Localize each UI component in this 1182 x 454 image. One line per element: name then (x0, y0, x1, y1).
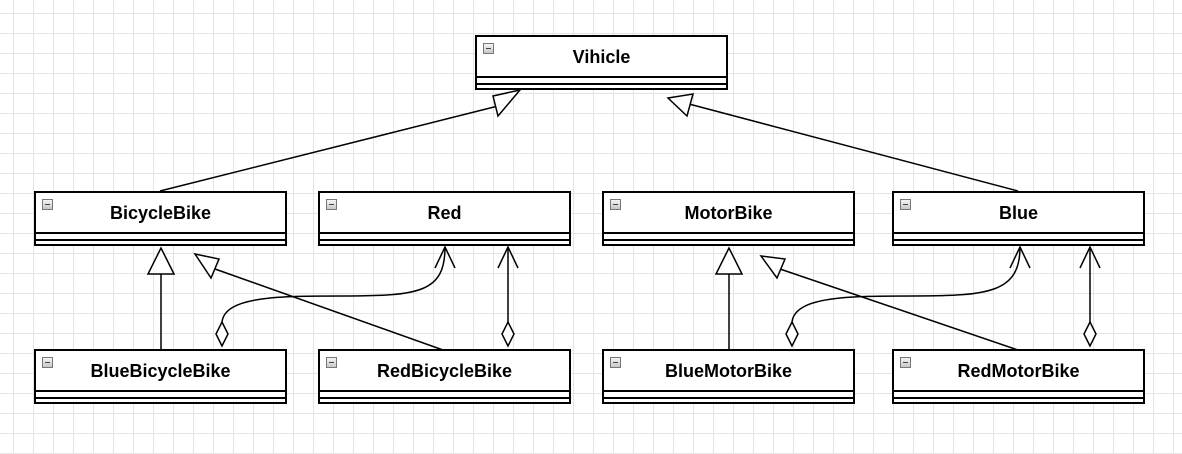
collapse-icon[interactable] (610, 357, 621, 368)
generalization-redmotorbike-motorbike[interactable] (759, 255, 1019, 351)
collapse-icon[interactable] (900, 357, 911, 368)
operations-separator (320, 397, 569, 399)
class-bicyclebike[interactable]: BicycleBike (34, 191, 287, 246)
class-name-bluebicyclebike: BlueBicycleBike (90, 360, 231, 381)
class-bluemotorbike[interactable]: BlueMotorBike (602, 349, 855, 404)
operations-separator (894, 397, 1143, 399)
collapse-icon[interactable] (326, 199, 337, 210)
collapse-icon[interactable] (483, 43, 494, 54)
collapse-icon[interactable] (900, 199, 911, 210)
collapse-icon[interactable] (42, 199, 53, 210)
operations-separator (36, 397, 285, 399)
operations-separator (894, 239, 1143, 241)
aggregation-bluemotorbike-blue[interactable] (785, 245, 1031, 348)
attributes-separator (320, 390, 569, 392)
class-name-vihicle: Vihicle (572, 46, 631, 67)
operations-separator (36, 239, 285, 241)
aggregation-redmotorbike-blue[interactable] (1079, 245, 1101, 348)
generalization-bluemotorbike-motorbike[interactable] (714, 246, 744, 350)
aggregation-redbicyclebike-red[interactable] (497, 245, 519, 348)
class-name-redbicyclebike: RedBicycleBike (376, 360, 513, 381)
class-name-red: Red (427, 202, 462, 223)
class-motorbike[interactable]: MotorBike (602, 191, 855, 246)
attributes-separator (36, 390, 285, 392)
generalization-redbicyclebike-bicyclebike[interactable] (193, 252, 444, 351)
class-name-blue: Blue (998, 202, 1038, 223)
operations-separator (320, 239, 569, 241)
class-name-motorbike: MotorBike (684, 202, 773, 223)
collapse-icon[interactable] (610, 199, 621, 210)
class-name-bicyclebike: BicycleBike (109, 202, 212, 223)
attributes-separator (477, 76, 726, 78)
class-bluebicyclebike[interactable]: BlueBicycleBike (34, 349, 287, 404)
generalization-blue-vihicle[interactable] (666, 93, 1019, 192)
class-name-redmotorbike: RedMotorBike (957, 360, 1080, 381)
collapse-icon[interactable] (326, 357, 337, 368)
collapse-icon[interactable] (42, 357, 53, 368)
attributes-separator (604, 390, 853, 392)
attributes-separator (604, 232, 853, 234)
operations-separator (604, 397, 853, 399)
class-blue[interactable]: Blue (892, 191, 1145, 246)
attributes-separator (894, 232, 1143, 234)
class-redbicyclebike[interactable]: RedBicycleBike (318, 349, 571, 404)
class-vihicle[interactable]: Vihicle (475, 35, 728, 90)
attributes-separator (894, 390, 1143, 392)
operations-separator (477, 83, 726, 85)
aggregation-bluebicyclebike-red[interactable] (215, 245, 456, 348)
class-name-bluemotorbike: BlueMotorBike (664, 360, 792, 381)
generalization-bluebicyclebike-bicyclebike[interactable] (146, 246, 176, 350)
class-redmotorbike[interactable]: RedMotorBike (892, 349, 1145, 404)
attributes-separator (320, 232, 569, 234)
class-red[interactable]: Red (318, 191, 571, 246)
attributes-separator (36, 232, 285, 234)
operations-separator (604, 239, 853, 241)
generalization-bicyclebike-vihicle[interactable] (159, 88, 523, 192)
